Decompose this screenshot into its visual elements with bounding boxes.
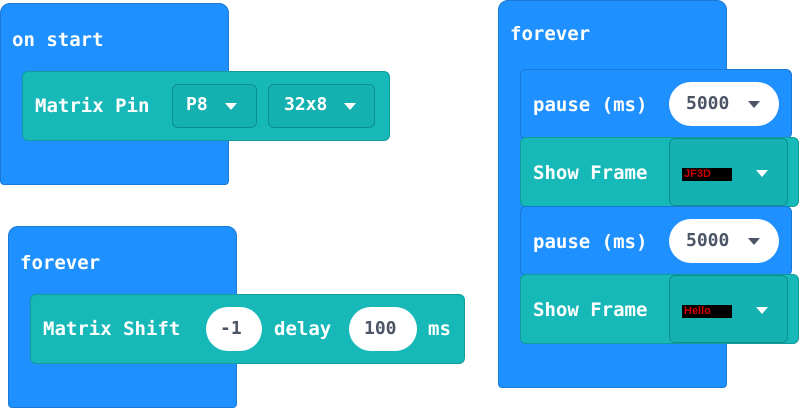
show-frame-block-1[interactable]: Show Frame JF3D xyxy=(520,137,799,207)
frame-thumbnail-1: JF3D xyxy=(682,168,732,181)
forever-left-label: forever xyxy=(20,252,101,274)
pause-value-2: 5000 xyxy=(686,230,730,251)
show-frame-label-1: Show Frame xyxy=(533,162,648,184)
pin-value: P8 xyxy=(186,94,208,115)
on-start-label: on start xyxy=(12,29,104,51)
delay-input[interactable]: 100 xyxy=(349,307,417,351)
show-frame-label-2: Show Frame xyxy=(533,299,648,321)
delay-label: delay xyxy=(274,318,332,340)
pause-block-1[interactable]: pause (ms) 5000 xyxy=(520,69,792,139)
pause-label-2: pause (ms) xyxy=(533,231,648,253)
unit-label: ms xyxy=(428,318,451,340)
pause-block-2[interactable]: pause (ms) 5000 xyxy=(520,206,792,276)
frame-dropdown-1[interactable]: JF3D xyxy=(669,138,788,206)
dropdown-arrow-icon xyxy=(748,101,760,108)
forever-right-label: forever xyxy=(510,23,591,45)
pin-dropdown[interactable]: P8 xyxy=(172,84,257,128)
size-dropdown[interactable]: 32x8 xyxy=(268,84,375,128)
frame-dropdown-2[interactable]: Hello xyxy=(669,275,788,343)
matrix-shift-label: Matrix Shift xyxy=(43,318,181,340)
delay-value: 100 xyxy=(364,318,397,339)
frame-thumbnail-2: Hello xyxy=(682,305,732,318)
show-frame-block-2[interactable]: Show Frame Hello xyxy=(520,274,799,344)
shift-amount-input[interactable]: -1 xyxy=(206,307,262,351)
dropdown-arrow-icon xyxy=(344,103,356,110)
pause-input-1[interactable]: 5000 xyxy=(669,82,779,126)
matrix-shift-block[interactable]: Matrix Shift -1 delay 100 ms xyxy=(30,294,465,364)
matrix-pin-label: Matrix Pin xyxy=(35,95,150,117)
dropdown-arrow-icon xyxy=(225,103,237,110)
pause-value-1: 5000 xyxy=(686,93,730,114)
dropdown-arrow-icon xyxy=(756,170,768,177)
matrix-pin-block[interactable]: Matrix Pin P8 32x8 xyxy=(22,71,390,141)
dropdown-arrow-icon xyxy=(748,238,760,245)
dropdown-arrow-icon xyxy=(756,307,768,314)
pause-label-1: pause (ms) xyxy=(533,94,648,116)
pause-input-2[interactable]: 5000 xyxy=(669,219,779,263)
size-value: 32x8 xyxy=(284,94,328,115)
shift-amount-value: -1 xyxy=(220,318,242,339)
